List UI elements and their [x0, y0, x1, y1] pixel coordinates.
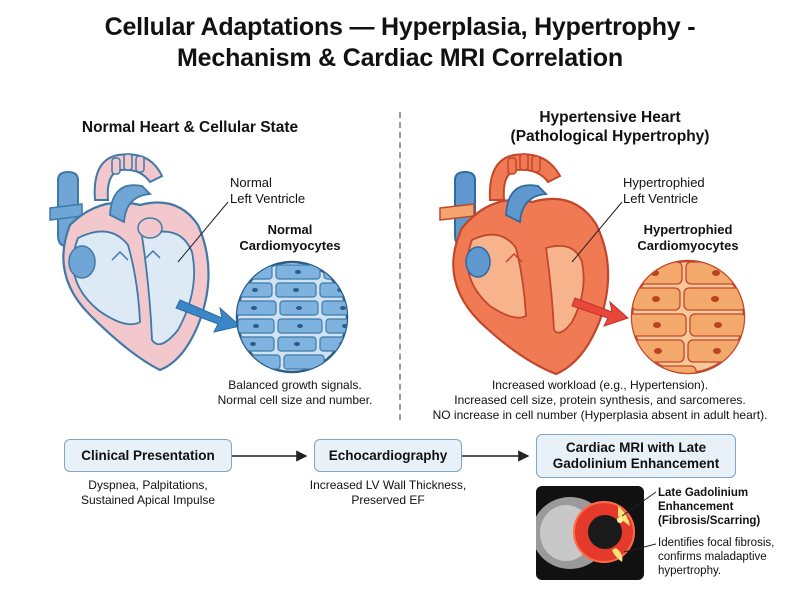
clinical-detail-line-2: Sustained Apical Impulse — [80, 493, 216, 507]
normal-caption-line-1: Balanced growth signals. — [228, 378, 362, 392]
hyper-ventricle-label-line-1: Hypertrophied — [623, 175, 705, 190]
hyper-panel-title-line-2: (Pathological Hypertrophy) — [510, 128, 710, 145]
mri-label-line-1: Cardiac MRI with Late — [565, 440, 707, 455]
normal-ventricle-label-line-2: Left Ventricle — [230, 191, 306, 206]
lge-note-line-3: hypertrophy. — [658, 565, 722, 577]
echocardiography-label: Echocardiography — [328, 447, 448, 463]
normal-ventricle-label-line-1: Normal — [230, 175, 272, 190]
mri-label-line-2: Gadolinium Enhancement — [552, 456, 720, 471]
cardiac-mri-image — [536, 486, 644, 580]
echocardiography-detail: Increased LV Wall Thickness, Preserved E… — [288, 478, 488, 508]
hyper-cells-label-line-2: Cardiomyocytes — [637, 238, 739, 253]
title-line-2: Mechanism & Cardiac MRI Correlation — [177, 44, 623, 72]
lge-label-line-1: Late Gadolinium — [658, 487, 749, 499]
normal-cells-label-line-1: Normal — [267, 222, 313, 237]
hyper-panel-title-line-1: Hypertensive Heart — [539, 109, 681, 126]
echo-detail-line-2: Preserved EF — [351, 493, 425, 507]
hyper-caption-line-1: Increased workload (e.g., Hypertension). — [491, 378, 709, 392]
normal-cardiomyocytes-illustration — [235, 260, 349, 374]
clinical-detail-line-1: Dyspnea, Palpitations, — [88, 478, 208, 492]
normal-ventricle-label: Normal Left Ventricle — [230, 175, 305, 207]
lge-label-line-3: (Fibrosis/Scarring) — [658, 515, 761, 527]
hyper-ventricle-label: Hypertrophied Left Ventricle — [623, 175, 705, 207]
clinical-presentation-label: Clinical Presentation — [81, 447, 215, 463]
hyper-cells-label: Hypertrophied Cardiomyocytes — [628, 222, 748, 254]
hyper-caption-line-3: NO increase in cell number (Hyperplasia … — [432, 408, 768, 422]
hyper-panel-title: Hypertensive Heart (Pathological Hypertr… — [460, 108, 760, 146]
clinical-presentation-detail: Dyspnea, Palpitations, Sustained Apical … — [48, 478, 248, 508]
hyper-caption: Increased workload (e.g., Hypertension).… — [410, 378, 790, 423]
normal-cells-label-line-2: Cardiomyocytes — [239, 238, 341, 253]
echo-detail-line-1: Increased LV Wall Thickness, — [309, 478, 467, 492]
lge-note-line-2: confirms maladaptive — [658, 551, 767, 563]
hypertrophied-cardiomyocytes-illustration — [630, 259, 746, 375]
cardiac-mri-box: Cardiac MRI with Late Gadolinium Enhance… — [536, 434, 736, 478]
normal-heart-illustration — [49, 153, 210, 372]
lge-note: Identifies focal fibrosis, confirms mala… — [658, 536, 774, 578]
lge-note-line-1: Identifies focal fibrosis, — [658, 537, 775, 549]
clinical-presentation-box: Clinical Presentation — [64, 439, 232, 472]
lge-label: Late Gadolinium Enhancement (Fibrosis/Sc… — [658, 486, 760, 528]
hyper-ventricle-label-line-2: Left Ventricle — [623, 191, 699, 206]
normal-caption-line-2: Normal cell size and number. — [217, 393, 373, 407]
hyper-caption-line-2: Increased cell size, protein synthesis, … — [454, 393, 746, 407]
hypertensive-heart-illustration — [439, 153, 610, 376]
echocardiography-box: Echocardiography — [314, 439, 462, 472]
page-title: Cellular Adaptations — Hyperplasia, Hype… — [0, 12, 800, 74]
title-line-1: Cellular Adaptations — Hyperplasia, Hype… — [104, 13, 696, 41]
panel-divider — [399, 112, 401, 420]
hyper-cells-label-line-1: Hypertrophied — [643, 222, 733, 237]
lge-label-line-2: Enhancement — [658, 501, 734, 513]
normal-panel-title: Normal Heart & Cellular State — [81, 119, 299, 136]
normal-caption: Balanced growth signals. Normal cell siz… — [195, 378, 395, 408]
normal-cells-label: Normal Cardiomyocytes — [230, 222, 350, 254]
